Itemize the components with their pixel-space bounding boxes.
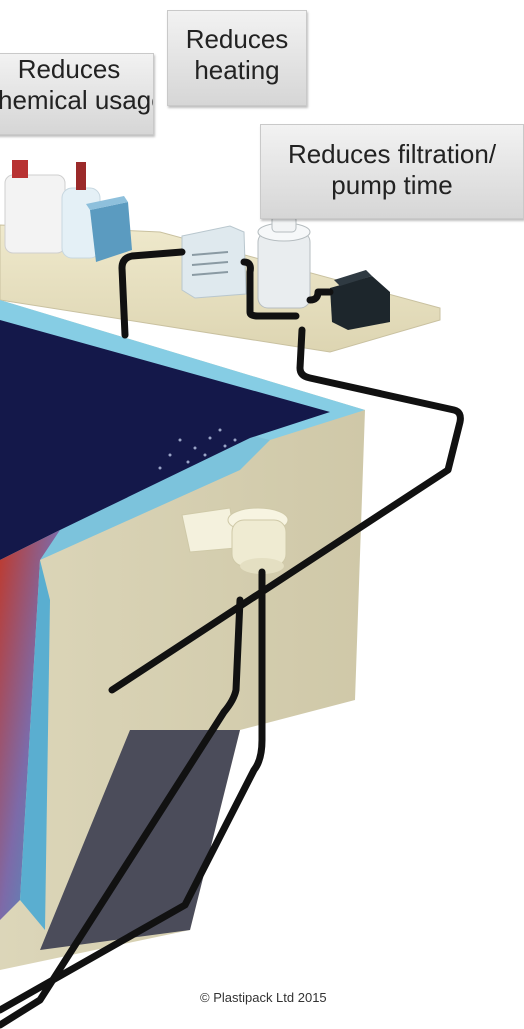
- pump-unit: [330, 270, 390, 330]
- chemical-label-line1: Reduces: [0, 54, 153, 85]
- filtration-label-line2: pump time: [261, 170, 523, 201]
- chemical-label-line2: chemical usage: [0, 85, 153, 116]
- heating-label: Reduces heating: [167, 10, 307, 106]
- heating-label-line2: heating: [168, 55, 306, 86]
- chemical-containers: [5, 160, 132, 262]
- filter-canister: [258, 216, 310, 308]
- chemical-usage-label: Reduces chemical usage: [0, 53, 154, 135]
- filtration-pump-label: Reduces filtration/ pump time: [260, 124, 524, 219]
- heating-label-line1: Reduces: [168, 24, 306, 55]
- heater-unit: [182, 226, 246, 298]
- filtration-label-line1: Reduces filtration/: [261, 139, 523, 170]
- copyright-notice: © Plastipack Ltd 2015: [200, 990, 327, 1005]
